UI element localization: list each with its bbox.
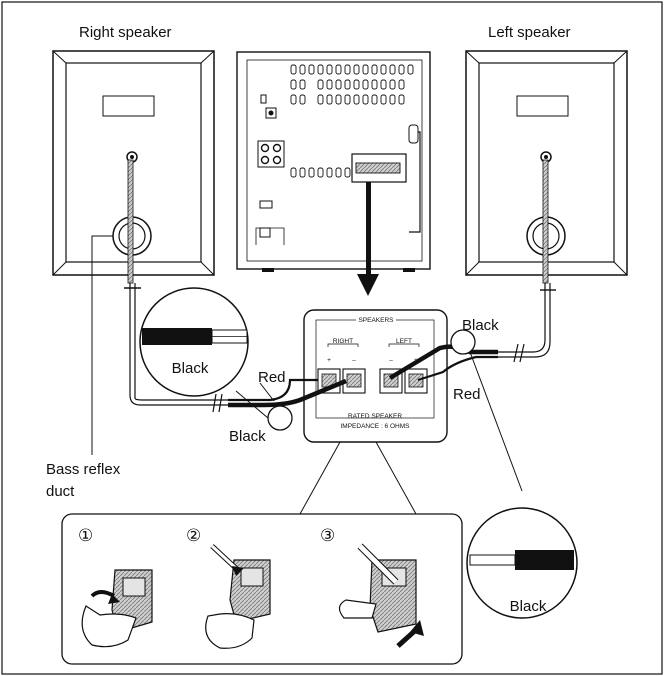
step-3-number: ③ — [320, 526, 335, 546]
step-3-illustration — [338, 543, 424, 648]
rated-impedance-line1: RATED SPEAKER — [348, 413, 402, 420]
right-speaker — [52, 50, 215, 284]
speaker-terminal-panel: SPEAKERS RIGHT LEFT + – – + RATED SPEAKE… — [303, 309, 448, 443]
right-wire-zoom: Black — [139, 287, 269, 419]
left-speaker-title: Left speaker — [488, 24, 571, 41]
bass-reflex-label-line1: Bass reflex — [46, 461, 121, 478]
panel-right-label: RIGHT — [333, 338, 353, 345]
left-wire-zoom: Black — [466, 351, 578, 619]
step-2-illustration — [205, 544, 271, 649]
panel-title: SPEAKERS — [358, 317, 394, 324]
black-label-right: Black — [229, 428, 266, 445]
right-minus-sign: – — [352, 357, 356, 364]
black-label-right-zoom: Black — [172, 360, 209, 377]
step-2-number: ② — [186, 526, 201, 546]
right-speaker-cable — [124, 283, 347, 413]
left-minus-sign: – — [389, 357, 393, 364]
right-plus-sign: + — [327, 357, 331, 364]
left-wire-detail-marker — [450, 329, 476, 355]
red-label-right: Red — [258, 369, 286, 386]
left-speaker — [465, 50, 628, 284]
right-wire-detail-marker — [267, 405, 293, 431]
step-1-number: ① — [78, 526, 93, 546]
step-1-illustration — [81, 569, 153, 648]
panel-left-label: LEFT — [396, 338, 412, 345]
black-label-left-zoom: Black — [510, 598, 547, 615]
right-speaker-title: Right speaker — [79, 24, 172, 41]
main-unit-rear — [236, 51, 431, 296]
terminal-steps-box: ① ② ③ — [61, 513, 463, 665]
red-label-left: Red — [453, 386, 481, 403]
black-label-left: Black — [462, 317, 499, 334]
rated-impedance-line2: IMPEDANCE : 6 OHMS — [341, 423, 411, 430]
bass-reflex-label-line2: duct — [46, 483, 75, 500]
